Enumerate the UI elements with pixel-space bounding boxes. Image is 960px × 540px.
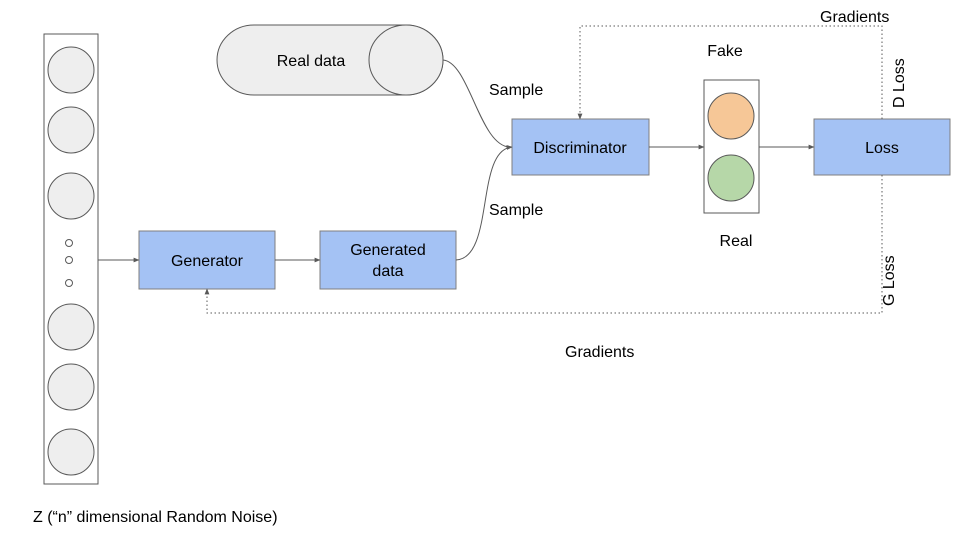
noise-node (47, 172, 95, 220)
noise-vector (43, 33, 99, 485)
generated-data-box (319, 230, 457, 290)
noise-node (47, 46, 95, 94)
noise-node (47, 428, 95, 476)
noise-node (47, 303, 95, 351)
classifier-indicator (703, 79, 760, 214)
generated-data-label-line2: data (372, 263, 403, 280)
gradients-label-top: Gradients (820, 9, 889, 26)
edge-real-to-discriminator (442, 59, 513, 150)
edge-generated-to-discriminator (455, 145, 513, 261)
ellipsis-dot (65, 279, 73, 287)
g-loss-label: G Loss (881, 255, 898, 306)
real-data-label: Real data (277, 53, 346, 70)
sample-label-bottom: Sample (489, 202, 543, 219)
generated-data-label-line1: Generated (350, 242, 426, 259)
d-loss-label: D Loss (891, 58, 908, 108)
real-label: Real (720, 233, 753, 250)
generator-label: Generator (171, 253, 244, 270)
fake-label: Fake (707, 43, 743, 60)
fake-indicator-icon (707, 92, 755, 140)
ellipsis-dot (65, 239, 73, 247)
edge-g-loss-gradients (204, 175, 883, 314)
noise-node (47, 363, 95, 411)
gradients-label-bottom: Gradients (565, 344, 634, 361)
cylinder-end (368, 24, 444, 96)
loss-label: Loss (865, 140, 899, 157)
ellipsis-dot (65, 256, 73, 264)
real-indicator-icon (707, 154, 755, 202)
sample-label-top: Sample (489, 82, 543, 99)
discriminator-label: Discriminator (533, 140, 627, 157)
noise-node (47, 106, 95, 154)
real-data-cylinder (216, 24, 444, 96)
edge-d-loss-gradients (577, 25, 883, 120)
noise-vector-caption: Z (“n” dimensional Random Noise) (33, 509, 278, 526)
